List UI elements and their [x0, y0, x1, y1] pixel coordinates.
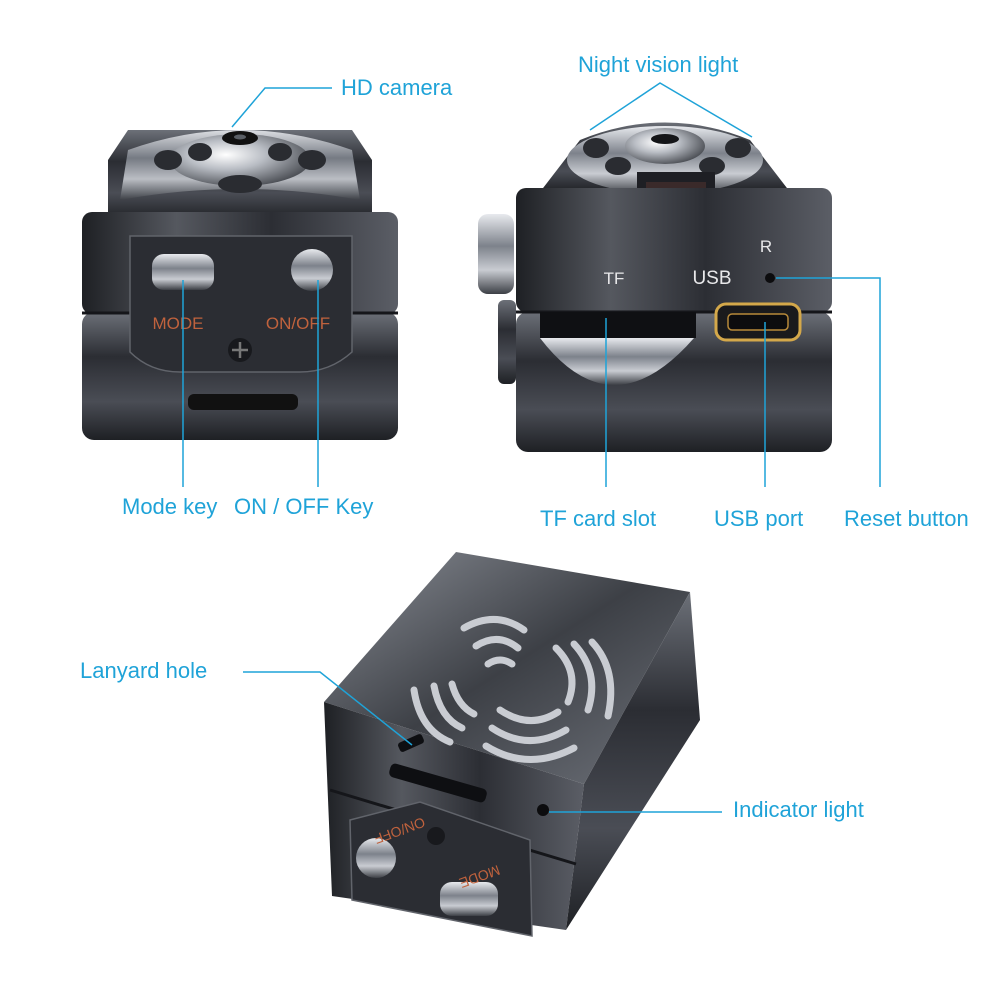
indicator-light: [537, 804, 549, 816]
power-button: [291, 249, 333, 291]
mode-button: [152, 254, 214, 290]
callout-mode-key: Mode key: [122, 494, 218, 519]
speaker-grille-icon: [410, 616, 615, 763]
ir-led-icon: [154, 143, 326, 193]
callout-indicator-light: Indicator light: [733, 797, 864, 822]
side-tf-label: TF: [604, 269, 625, 288]
reset-hole: [765, 273, 775, 283]
side-reset-label: R: [760, 237, 772, 256]
front-vent: [188, 394, 298, 410]
tf-slot: [540, 312, 696, 338]
bottom-mode-button: [440, 882, 498, 916]
callout-usb-port: USB port: [714, 506, 804, 531]
bottom-power-button: [356, 838, 396, 878]
callout-reset-button: Reset button: [844, 506, 969, 531]
front-mode-label: MODE: [153, 314, 204, 333]
usb-port-icon: [714, 302, 802, 342]
front-power-label: ON/OFF: [266, 314, 330, 333]
side-lens-icon: [651, 134, 679, 144]
bottom-view-camera: ON/OFF MODE: [324, 552, 700, 937]
night-vision-led-icon: [583, 138, 751, 175]
callout-power-key: ON / OFF Key: [234, 494, 374, 519]
front-view-camera: MODE ON/OFF: [82, 130, 398, 440]
screw-icon: [228, 338, 252, 362]
side-view-camera: TF USB R: [478, 122, 832, 452]
callout-night-vision: Night vision light: [578, 52, 739, 77]
camera-lens-icon: [222, 131, 258, 145]
callout-hd-camera: HD camera: [341, 75, 453, 100]
callout-tf-slot: TF card slot: [540, 506, 657, 531]
callout-lanyard-hole: Lanyard hole: [80, 658, 208, 683]
bottom-screw-icon: [427, 827, 445, 845]
side-usb-label: USB: [692, 268, 731, 289]
lanyard-hole: [398, 734, 424, 752]
